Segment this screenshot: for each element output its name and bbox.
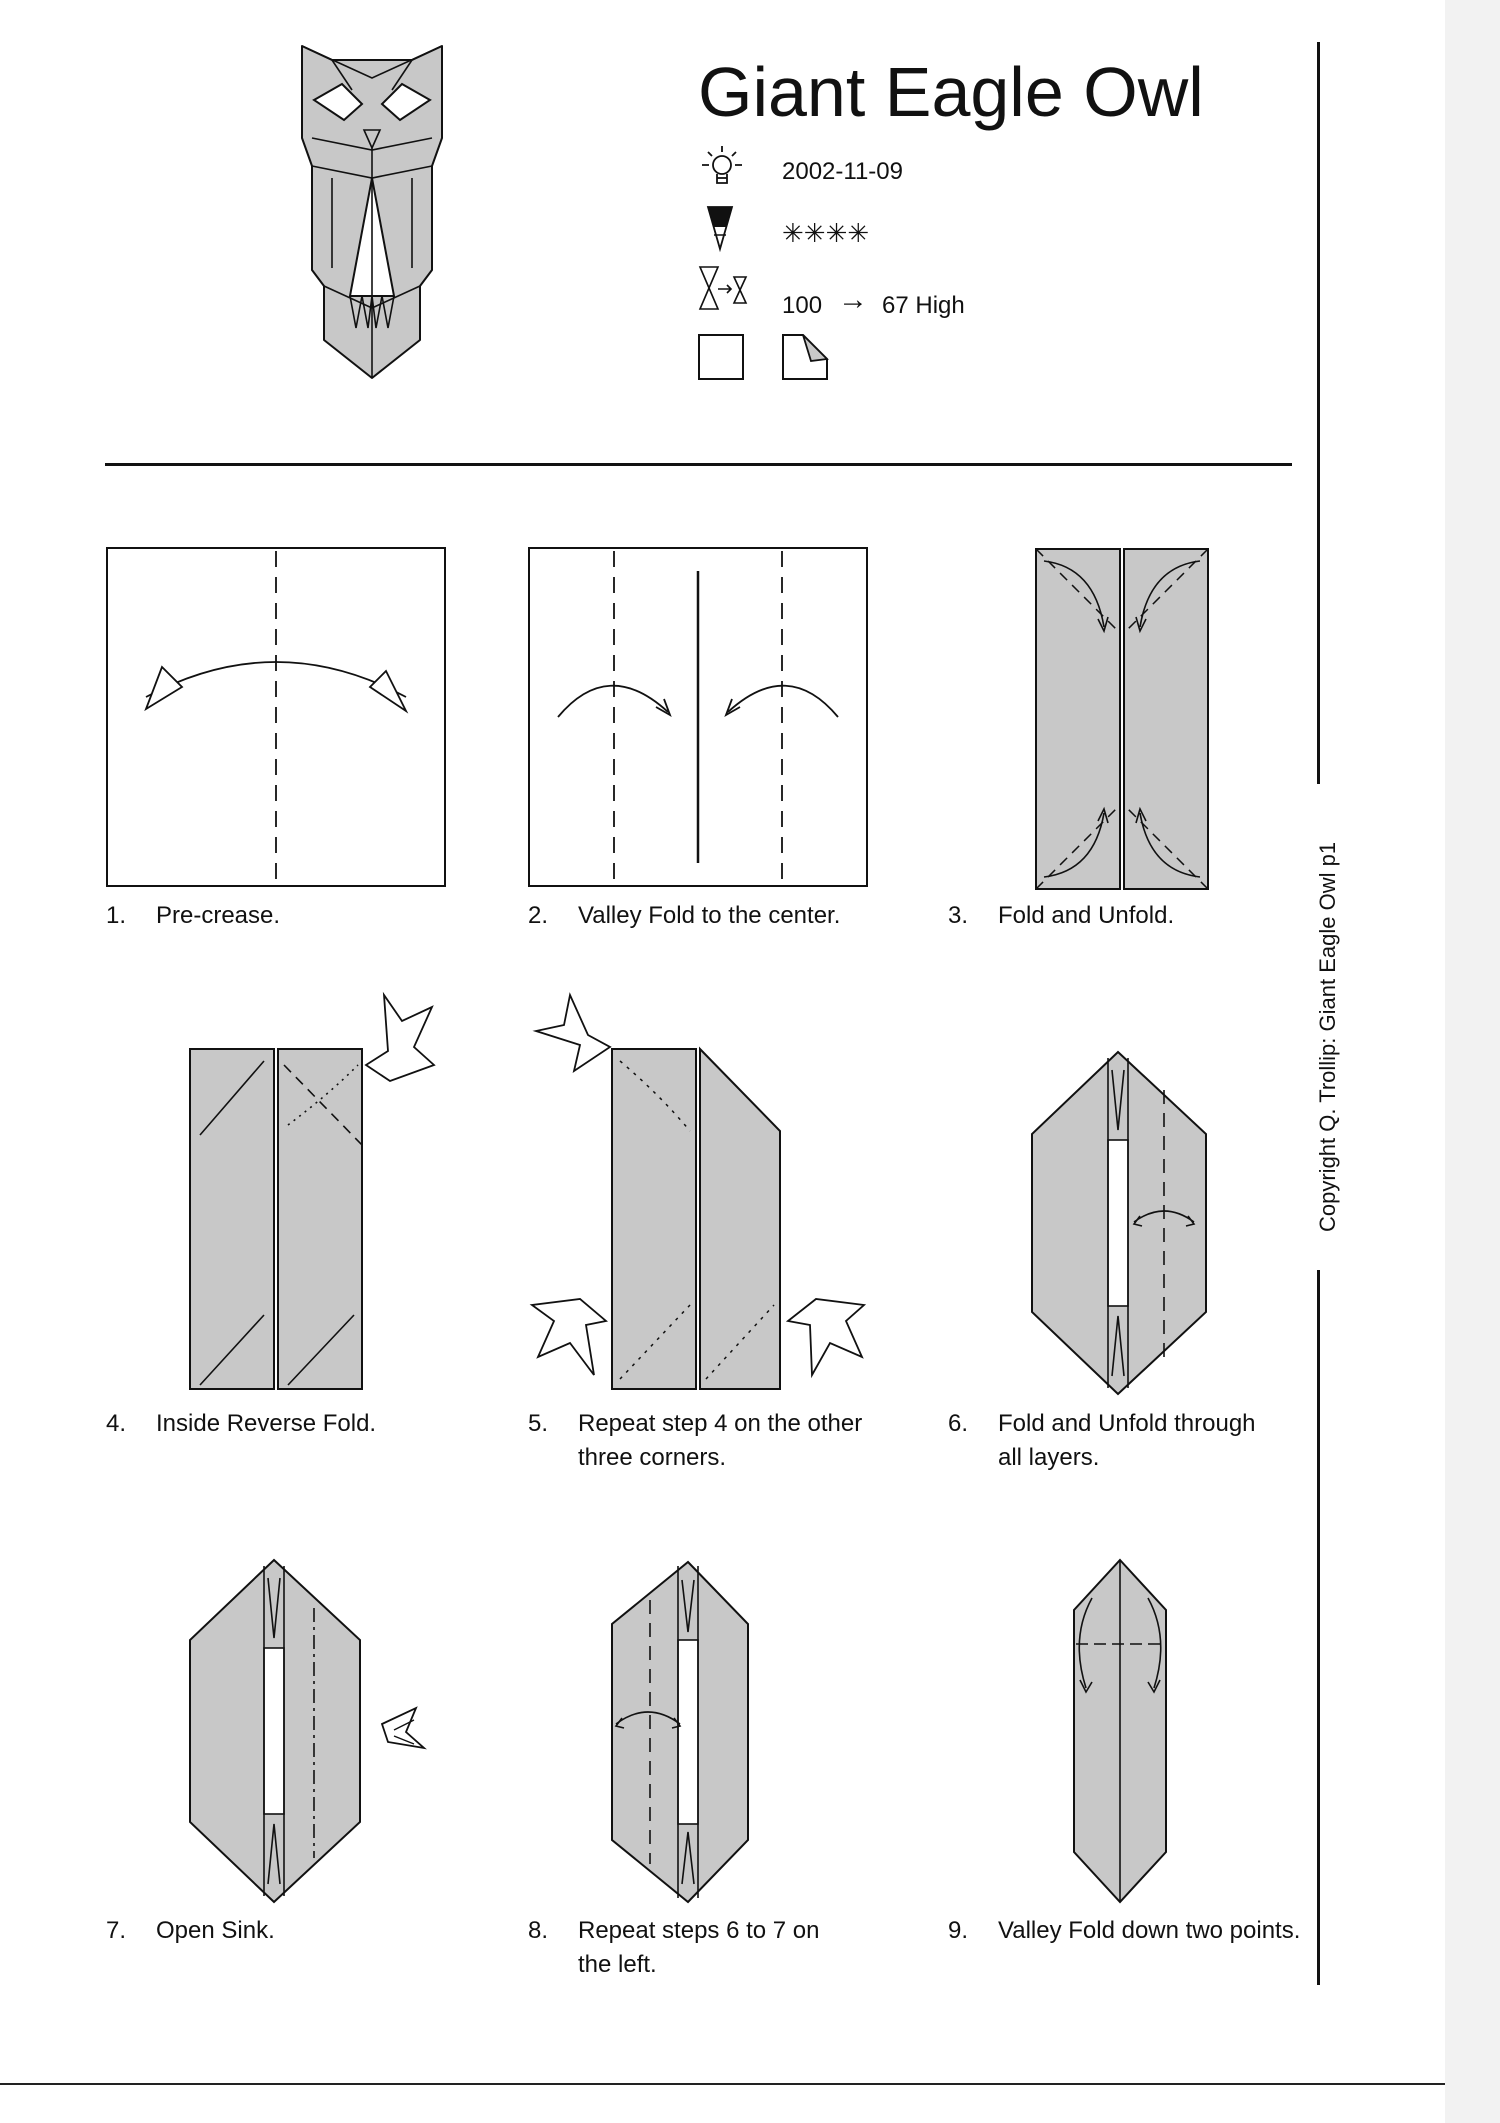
step-1-diagram <box>106 547 446 887</box>
step-5-caption: 5. Repeat step 4 on the other three corn… <box>528 1407 928 1477</box>
right-rule-top <box>1317 42 1320 784</box>
right-rule-bottom <box>1317 1270 1320 1985</box>
step-3-diagram <box>1035 548 1209 890</box>
step-7-diagram <box>189 1558 427 1904</box>
step-7-caption: 7. Open Sink. <box>106 1914 486 1954</box>
copyright-notice: Copyright Q. Trollip: Giant Eagle Owl p1 <box>1315 841 1340 1232</box>
hourglass-scale-icon <box>698 266 748 310</box>
step-2-diagram <box>528 547 868 887</box>
step-number: 5. <box>528 1410 549 1437</box>
step-text: Pre-crease. <box>156 902 281 929</box>
step-number: 7. <box>106 1917 127 1944</box>
step-text: Fold and Unfold. <box>998 902 1175 929</box>
page-margin <box>1445 0 1500 2123</box>
step-number: 4. <box>106 1410 127 1437</box>
owl-illustration <box>301 45 443 379</box>
step-text: Open Sink. <box>156 1917 275 1944</box>
difficulty-rating: ✳✳✳✳ <box>782 218 870 248</box>
size-from: 100 <box>782 292 823 319</box>
paper-color-side-icon <box>782 334 829 380</box>
step-text: Fold and Unfold through all layers. <box>998 1410 1256 1471</box>
step-number: 3. <box>948 902 969 929</box>
footer-rule <box>0 2083 1445 2085</box>
date-text: 2002-11-09 <box>782 158 903 185</box>
step-number: 9. <box>948 1917 969 1944</box>
step-number: 2. <box>528 902 549 929</box>
step-8-caption: 8. Repeat steps 6 to 7 on the left. <box>528 1914 928 1984</box>
size-to: 67 High <box>882 292 965 319</box>
step-4-diagram <box>189 991 436 1390</box>
header-divider <box>105 463 1292 466</box>
step-6-caption: 6. Fold and Unfold through all layers. <box>948 1407 1308 1477</box>
step-4-caption: 4. Inside Reverse Fold. <box>106 1407 486 1447</box>
square-paper-icon <box>698 334 744 380</box>
step-text: Repeat step 4 on the other three corners… <box>578 1410 863 1471</box>
step-text: Valley Fold down two points. <box>998 1917 1301 1944</box>
step-text: Valley Fold to the center. <box>578 902 841 929</box>
step-text: Repeat steps 6 to 7 on the left. <box>578 1917 820 1978</box>
step-5-diagram <box>529 992 867 1390</box>
step-2-caption: 2. Valley Fold to the center. <box>528 899 928 939</box>
size-arrow: → <box>838 283 868 316</box>
step-number: 6. <box>948 1410 969 1437</box>
step-9-caption: 9. Valley Fold down two points. <box>948 1914 1318 1954</box>
step-3-caption: 3. Fold and Unfold. <box>948 899 1308 939</box>
step-number: 8. <box>528 1917 549 1944</box>
page-title: Giant Eagle Owl <box>698 53 1204 131</box>
step-number: 1. <box>106 902 127 929</box>
step-8-diagram <box>611 1560 749 1904</box>
step-1-caption: 1. Pre-crease. <box>106 899 486 939</box>
step-text: Inside Reverse Fold. <box>156 1410 377 1437</box>
lightbulb-icon <box>702 146 742 184</box>
step-9-diagram <box>1073 1558 1167 1904</box>
step-6-diagram <box>1031 1050 1207 1396</box>
pencil-icon <box>706 206 734 253</box>
